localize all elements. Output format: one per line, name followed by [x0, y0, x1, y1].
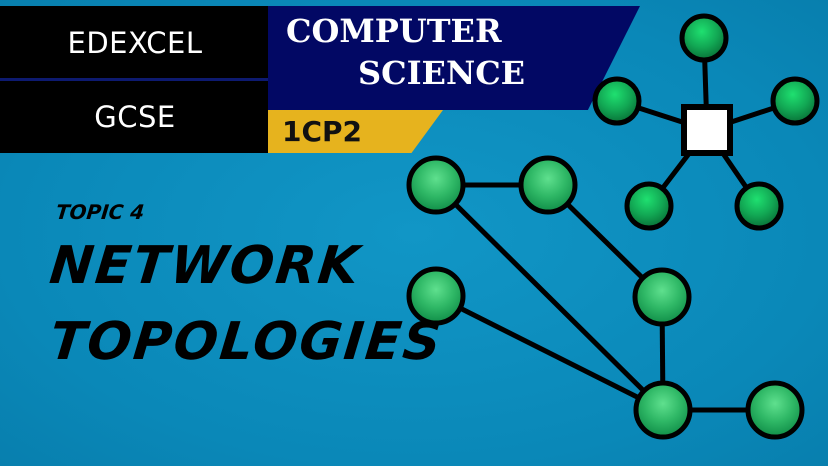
paper-code: 1CP2	[282, 115, 363, 148]
computer-node-icon	[518, 155, 578, 215]
computer-node-icon	[679, 13, 729, 63]
level-badge: GCSE	[0, 81, 270, 153]
badge-divider	[0, 78, 270, 81]
computer-node-icon	[406, 155, 466, 215]
computer-node-icon	[770, 76, 820, 126]
level-label: GCSE	[94, 100, 176, 134]
paper-code-banner	[268, 110, 443, 153]
computer-node-icon	[632, 267, 692, 327]
hub-switch-icon	[681, 104, 733, 156]
subject-title: COMPUTER SCIENCE	[286, 10, 586, 94]
computer-node-icon	[734, 181, 784, 231]
computer-node-icon	[592, 76, 642, 126]
exam-board-badge: EDEXCEL	[0, 6, 270, 79]
exam-board-label: EDEXCEL	[67, 25, 203, 60]
computer-node-icon	[745, 380, 805, 440]
mesh-link	[434, 293, 665, 413]
mesh-links	[434, 182, 775, 413]
computer-node-icon	[624, 181, 674, 231]
star-nodes	[592, 13, 820, 231]
mesh-link	[434, 183, 665, 412]
subject-banner	[268, 6, 640, 110]
computer-node-icon	[633, 380, 693, 440]
mesh-nodes	[406, 155, 805, 440]
computer-node-icon	[406, 266, 466, 326]
subject-line-1: COMPUTER	[286, 12, 502, 50]
subject-line-2: SCIENCE	[358, 54, 526, 92]
